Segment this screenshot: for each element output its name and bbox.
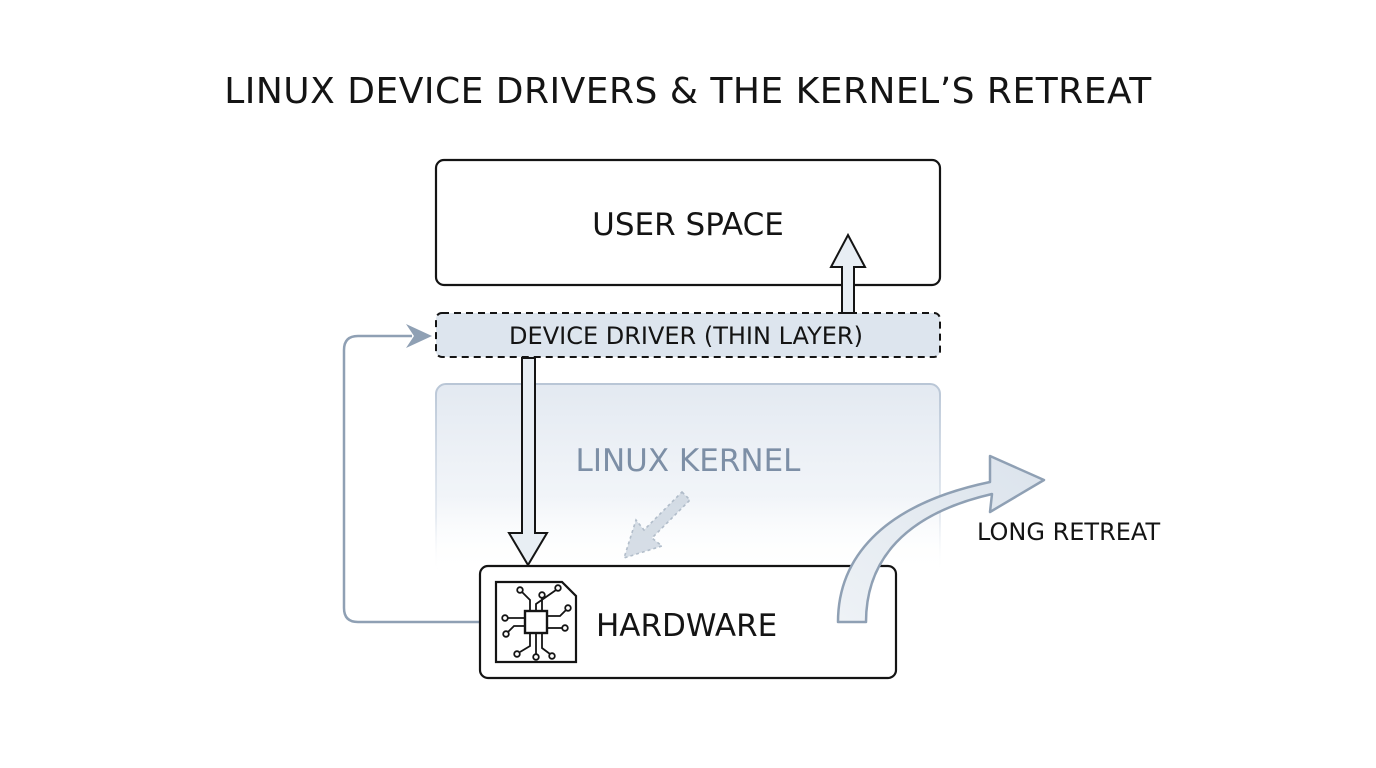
circuit-chip-icon: [494, 580, 578, 664]
hardware-label: HARDWARE: [596, 608, 777, 644]
user-space-box: USER SPACE: [434, 158, 942, 287]
down-arrow: [507, 357, 549, 567]
long-retreat-label: LONG RETREAT: [977, 518, 1160, 546]
kernel-label: LINUX KERNEL: [576, 443, 802, 479]
kernel-layer: LINUX KERNEL: [435, 383, 941, 575]
device-driver-label: DEVICE DRIVER (THIN LAYER): [509, 322, 863, 350]
user-space-label: USER SPACE: [592, 207, 784, 243]
device-driver-layer: DEVICE DRIVER (THIN LAYER): [435, 312, 941, 358]
long-retreat-arrow: [836, 454, 1046, 624]
feedback-loop-arrow: [342, 324, 480, 624]
hardware-box: HARDWARE: [478, 564, 898, 680]
diagram-title: LINUX DEVICE DRIVERS & THE KERNEL’S RETR…: [224, 71, 1152, 112]
up-arrow: [829, 232, 867, 314]
faded-diagonal-arrow: [622, 490, 692, 560]
